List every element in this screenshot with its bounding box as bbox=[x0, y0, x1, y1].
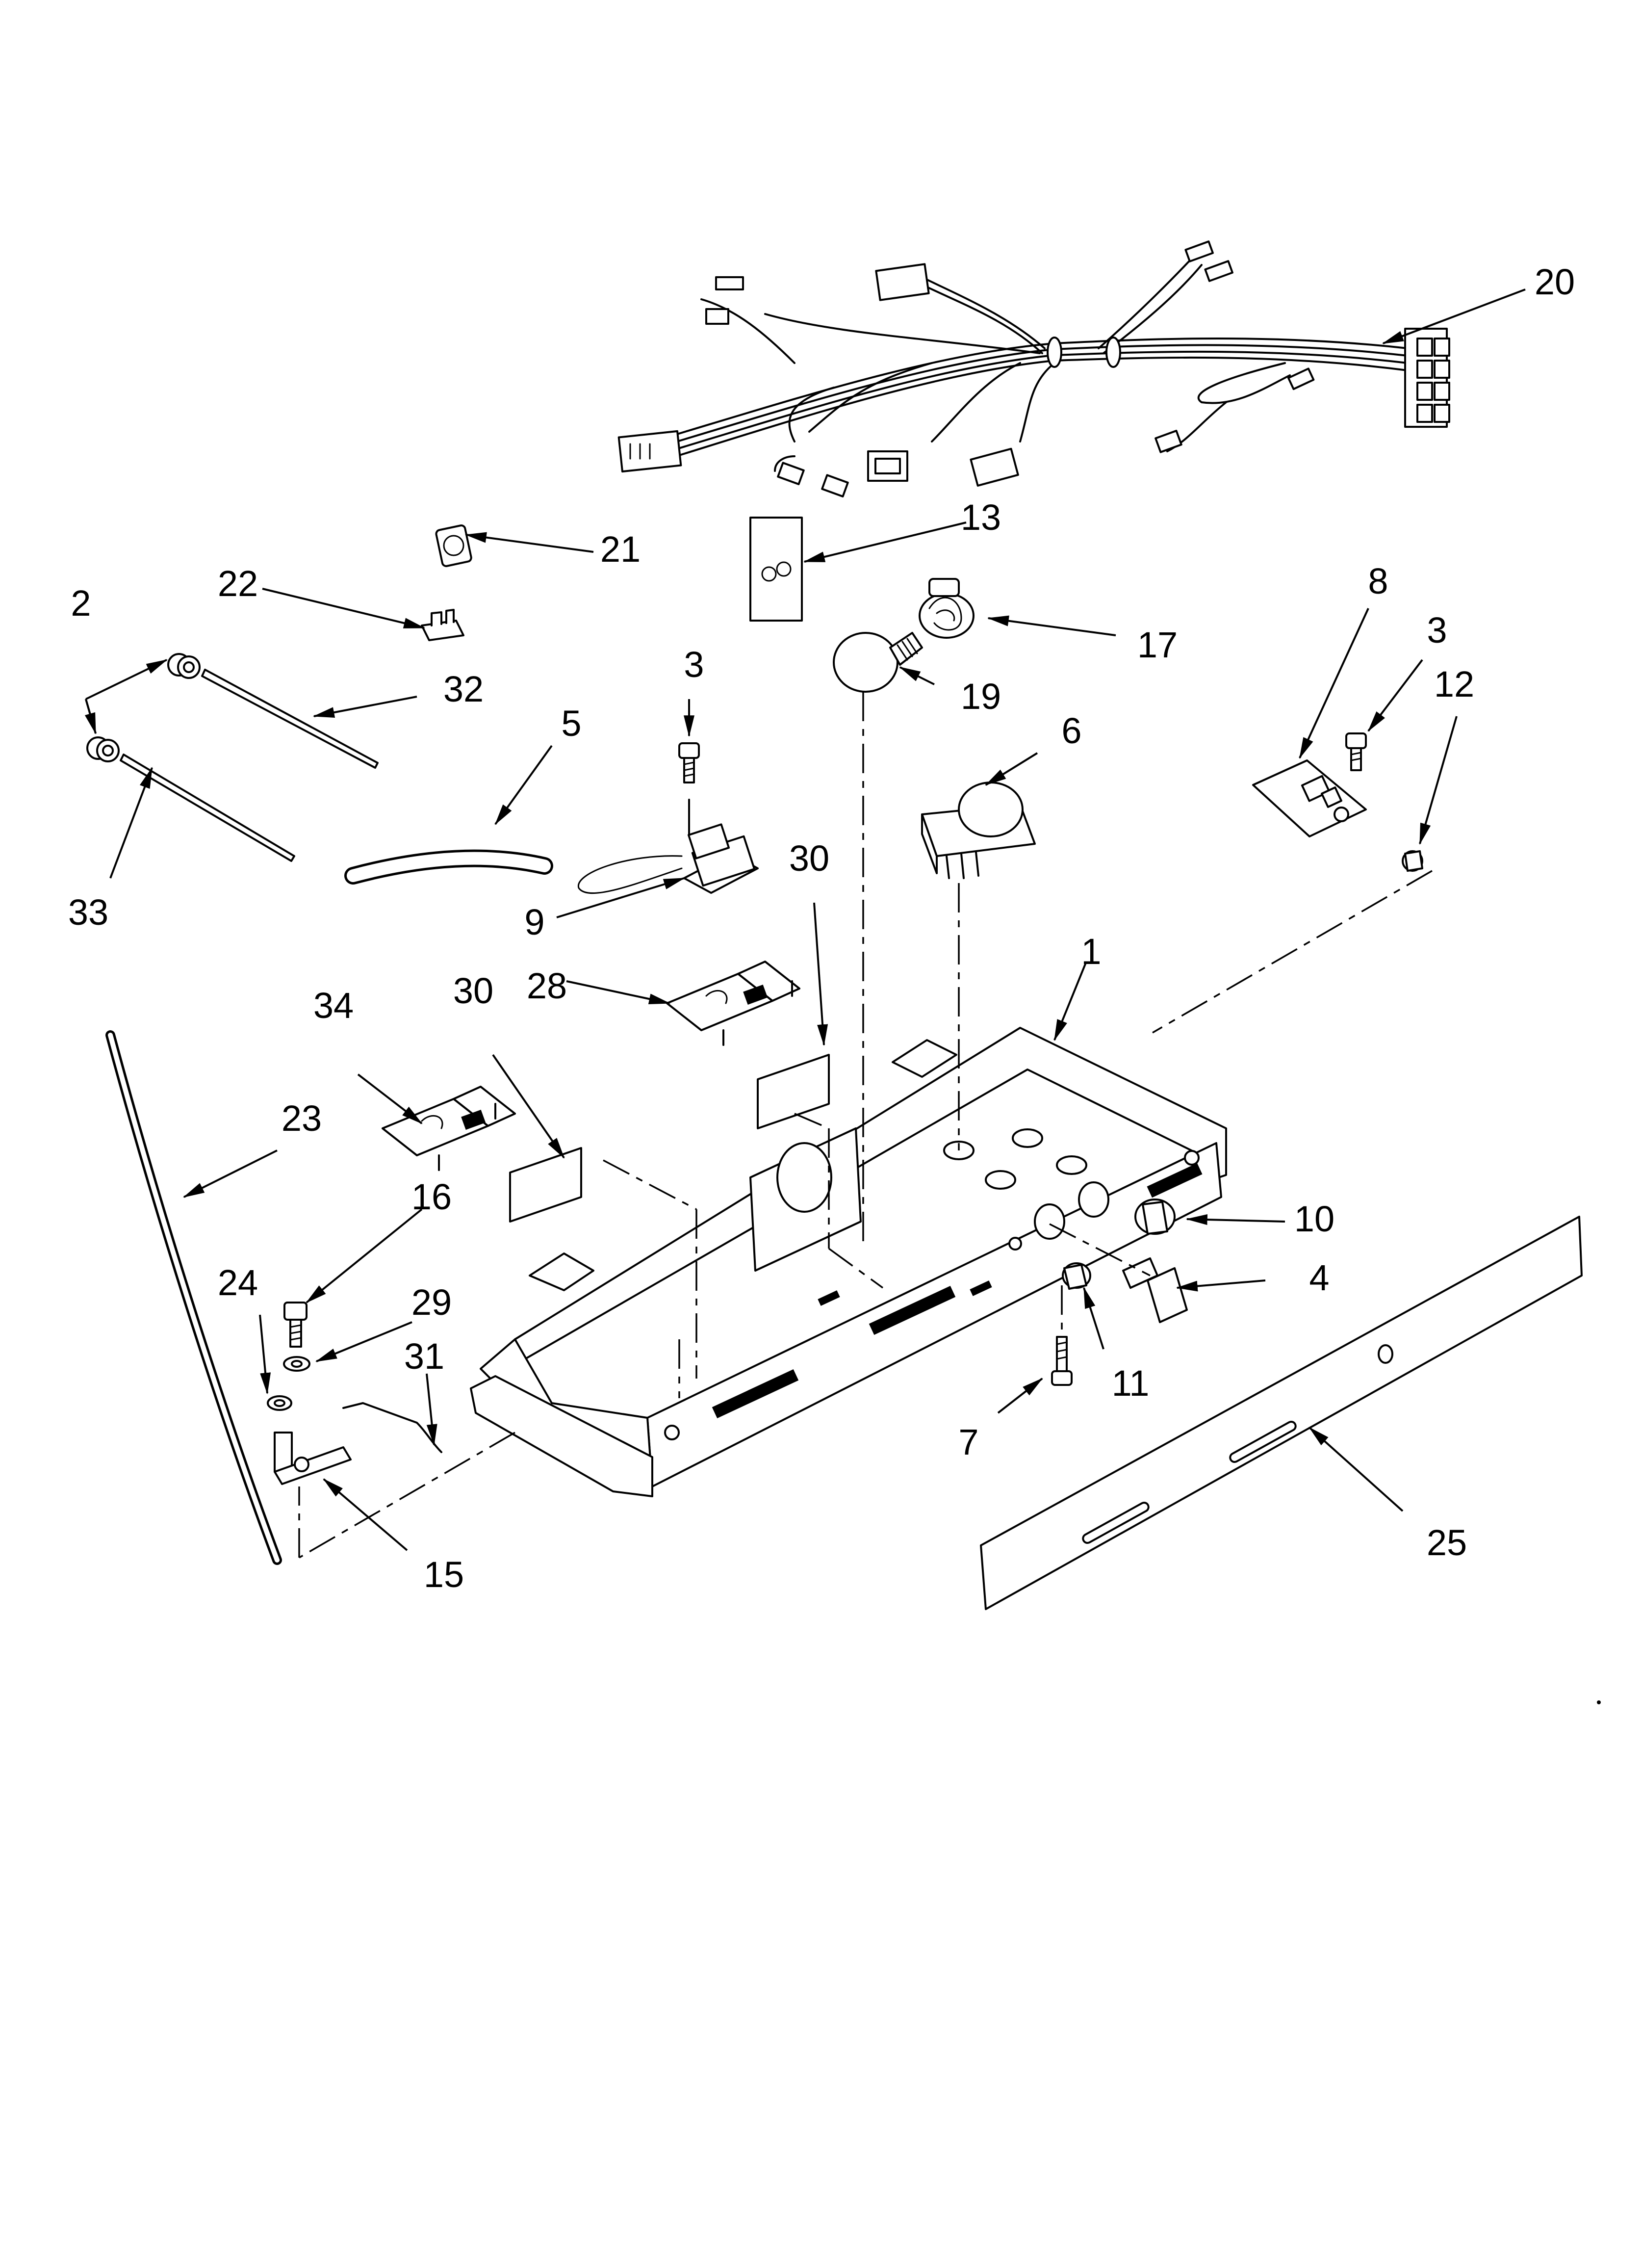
part-33-rod bbox=[120, 754, 295, 862]
part-23-wire bbox=[105, 1030, 282, 1565]
part-24-washer bbox=[267, 1395, 292, 1411]
callout-leaders bbox=[84, 288, 1526, 1551]
part-1-control-housing bbox=[470, 1027, 1227, 1497]
callout-30-right: 30 bbox=[789, 838, 829, 879]
part-8-control-board bbox=[1252, 759, 1367, 837]
callout-17: 17 bbox=[1137, 625, 1178, 665]
stray-dot bbox=[1597, 1700, 1601, 1704]
callout-16: 16 bbox=[411, 1176, 452, 1217]
callout-33: 33 bbox=[68, 892, 108, 933]
callout-20: 20 bbox=[1535, 261, 1575, 302]
part-6-defrost-timer bbox=[921, 782, 1036, 879]
callout-23: 23 bbox=[282, 1098, 322, 1139]
part-25-trim-strip bbox=[980, 1216, 1583, 1610]
callout-3a: 3 bbox=[684, 644, 704, 685]
callout-11: 11 bbox=[1112, 1363, 1150, 1404]
part-17-lamp-socket bbox=[919, 578, 975, 639]
callout-8: 8 bbox=[1368, 561, 1388, 601]
callout-7: 7 bbox=[958, 1422, 978, 1462]
callout-6: 6 bbox=[1061, 710, 1081, 751]
part-13-insulator bbox=[749, 517, 803, 622]
callout-3b: 3 bbox=[1427, 610, 1447, 651]
part-10-knob bbox=[1134, 1199, 1176, 1235]
callout-19: 19 bbox=[961, 676, 1001, 717]
part-4-slide-control bbox=[1122, 1257, 1188, 1323]
callout-24: 24 bbox=[218, 1262, 258, 1303]
part-7-screw bbox=[1051, 1336, 1073, 1386]
callout-labels: 20 21 22 13 17 19 2 32 33 5 3 9 6 8 3 12… bbox=[68, 261, 1575, 1595]
wire-harness bbox=[617, 240, 1450, 497]
callout-31: 31 bbox=[404, 1336, 444, 1377]
callout-5: 5 bbox=[561, 703, 581, 744]
part-9-switch bbox=[577, 799, 759, 894]
part-30-label-left bbox=[509, 1147, 582, 1223]
part-11-button bbox=[1062, 1262, 1091, 1290]
callout-10: 10 bbox=[1294, 1199, 1334, 1239]
callout-25: 25 bbox=[1427, 1522, 1467, 1563]
part-22-bracket bbox=[421, 609, 464, 641]
part-3-screw-left bbox=[678, 742, 700, 783]
part-28-bracket bbox=[666, 961, 800, 1046]
part-16-screw bbox=[283, 1302, 308, 1348]
alignment-lines bbox=[298, 692, 1433, 1559]
callout-34: 34 bbox=[313, 985, 354, 1026]
part-31-wire-spring bbox=[342, 1402, 442, 1453]
callout-28: 28 bbox=[527, 965, 567, 1006]
part-5-tube bbox=[344, 849, 553, 885]
part-30-label-right bbox=[757, 1054, 830, 1129]
part-19-light-bulb bbox=[833, 632, 923, 693]
callout-15: 15 bbox=[424, 1554, 464, 1595]
part-21-clip bbox=[435, 524, 472, 567]
callout-21: 21 bbox=[600, 529, 641, 570]
callout-2: 2 bbox=[71, 583, 91, 624]
part-12-clip bbox=[1402, 850, 1423, 872]
callout-12: 12 bbox=[1434, 664, 1474, 704]
callout-9: 9 bbox=[524, 902, 544, 942]
callout-29: 29 bbox=[411, 1282, 452, 1323]
part-34-bracket bbox=[382, 1086, 516, 1171]
part-3-screw-right bbox=[1345, 732, 1367, 771]
callout-32: 32 bbox=[443, 669, 484, 709]
callout-4: 4 bbox=[1309, 1257, 1329, 1298]
callout-30-left: 30 bbox=[453, 970, 493, 1011]
part-2-grommets bbox=[86, 653, 201, 762]
part-32-rod bbox=[201, 669, 379, 769]
part-15-bracket bbox=[274, 1432, 352, 1485]
callout-22: 22 bbox=[218, 563, 258, 604]
callout-1: 1 bbox=[1081, 931, 1101, 972]
part-29-washer bbox=[283, 1356, 310, 1372]
callout-13: 13 bbox=[961, 497, 1001, 538]
